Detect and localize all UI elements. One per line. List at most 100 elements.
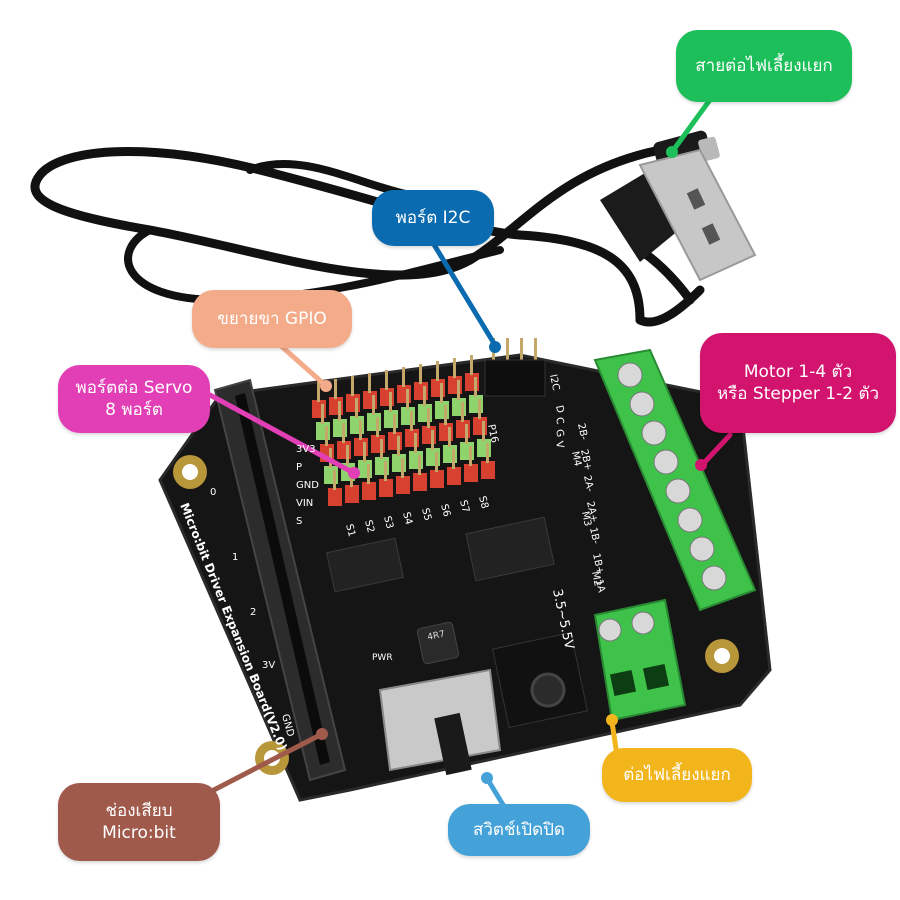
- power-pin-label: VIN: [296, 498, 313, 509]
- terminal-screw: [641, 420, 667, 446]
- header-pin: [470, 355, 473, 375]
- pin-header-base: [430, 470, 444, 488]
- callout-power-terminal: ต่อไฟเลี้ยงแยก: [602, 748, 752, 802]
- header-pin: [359, 420, 362, 440]
- callout-motor-line1: Motor 1-4 ตัว: [743, 361, 853, 382]
- header-pin: [448, 427, 451, 447]
- header-pin: [440, 383, 443, 403]
- power-pin-label: 3V3: [296, 444, 316, 455]
- usb-a-plug: [600, 148, 757, 282]
- header-pin: [321, 404, 324, 424]
- i2c-pin-label: D: [553, 404, 565, 414]
- servo-pin-label: S5: [419, 507, 433, 522]
- callout-switch: สวิตช์เปิดปิด: [448, 804, 590, 856]
- header-pin: [401, 458, 404, 478]
- header-pin: [436, 361, 439, 381]
- i2c-pin: [534, 338, 537, 364]
- callout-gpio: ขยายขา GPIO: [192, 290, 352, 348]
- header-pin: [427, 408, 430, 428]
- terminal-screw: [665, 478, 691, 504]
- header-pin: [372, 395, 375, 415]
- i2c-pin-label: V: [553, 440, 565, 449]
- header-pin: [452, 449, 455, 469]
- header-pin: [363, 442, 366, 462]
- motor-pin-label: 2A+: [584, 500, 599, 523]
- callout-power-cable: สายต่อไฟเลี้ยงแยก: [676, 30, 852, 102]
- terminal-screw: [629, 391, 655, 417]
- motor-channel-label: M3: [579, 510, 593, 527]
- edge-pin-0: 0: [210, 487, 216, 498]
- pin-header-base: [345, 485, 359, 503]
- servo-pin-label: S2: [362, 519, 376, 534]
- motor-pin-label: 1B+: [590, 552, 605, 575]
- power-pin-label: S: [296, 516, 302, 527]
- terminal-screw: [677, 507, 703, 533]
- header-pin: [457, 380, 460, 400]
- pin-header-base: [447, 467, 461, 485]
- pin-header-base: [362, 482, 376, 500]
- header-pin: [338, 401, 341, 421]
- motor-pin-label: 2B-: [575, 422, 589, 441]
- header-pin: [385, 370, 388, 390]
- header-pin: [397, 436, 400, 456]
- callout-leaders: [207, 94, 733, 811]
- pwr-label: PWR: [372, 653, 393, 663]
- expansion-board: [158, 338, 772, 802]
- header-pin: [384, 461, 387, 481]
- servo-pin-label: S8: [476, 495, 490, 510]
- terminal-screw: [653, 449, 679, 475]
- servo-pin-label: S7: [457, 499, 471, 514]
- callout-motor-line2: หรือ Stepper 1-2 ตัว: [716, 384, 880, 404]
- motor-pin-label: 1B-: [587, 526, 601, 545]
- pin-header-base: [328, 488, 342, 506]
- callout-servo-ports: พอร์ตต่อ Servo 8 พอร์ต: [58, 365, 210, 433]
- header-pin: [406, 389, 409, 409]
- callout-switch-text: สวิตช์เปิดปิด: [473, 819, 565, 840]
- edge-pin-2: 2: [250, 607, 256, 618]
- header-pin: [444, 405, 447, 425]
- terminal-screw: [689, 536, 715, 562]
- i2c-pin-label: C: [553, 416, 565, 425]
- header-pin: [355, 398, 358, 418]
- motor-channel-label: M2: [589, 570, 603, 587]
- pin-header-base: [379, 479, 393, 497]
- header-pin: [478, 399, 481, 419]
- callout-microbit-slot: ช่องเสียบ Micro:bit: [58, 783, 220, 861]
- header-pin: [418, 455, 421, 475]
- callout-gpio-text: ขยายขา GPIO: [217, 308, 327, 329]
- gpio-pin-label: P16: [485, 423, 500, 444]
- header-pin: [423, 386, 426, 406]
- i2c-pin: [506, 338, 509, 364]
- header-pin: [368, 373, 371, 393]
- motor-terminal-block: [593, 348, 757, 612]
- motor-pin-label: 2B+: [578, 448, 593, 471]
- callout-slot-line2: Micro:bit: [102, 823, 176, 843]
- callout-motor: Motor 1-4 ตัว หรือ Stepper 1-2 ตัว: [700, 333, 896, 433]
- i2c-pin: [520, 338, 523, 364]
- callout-servo-line2: 8 พอร์ต: [105, 400, 163, 420]
- header-pin: [325, 426, 328, 446]
- pin-header-base: [481, 461, 495, 479]
- callout-i2c-port: พอร์ต I2C: [372, 190, 494, 246]
- header-pin: [380, 439, 383, 459]
- callout-power-cable-text: สายต่อไฟเลี้ยงแยก: [695, 55, 833, 76]
- header-pin: [461, 402, 464, 422]
- header-pin: [435, 452, 438, 472]
- header-pin: [469, 446, 472, 466]
- header-pin: [419, 364, 422, 384]
- edge-pin-1: 1: [232, 552, 238, 563]
- pin-header-base: [464, 464, 478, 482]
- terminal-screw: [701, 565, 727, 591]
- header-pin: [367, 464, 370, 484]
- power-pin-label: GND: [296, 480, 319, 491]
- power-terminal-block: [593, 598, 687, 722]
- header-pin: [389, 392, 392, 412]
- servo-pin-label: S6: [438, 503, 452, 518]
- pin-header-base: [396, 476, 410, 494]
- header-pin: [342, 423, 345, 443]
- header-pin: [486, 443, 489, 463]
- callout-slot-line1: ช่องเสียบ: [105, 800, 173, 821]
- edge-pin-3v: 3V: [262, 660, 275, 671]
- header-pin: [333, 470, 336, 490]
